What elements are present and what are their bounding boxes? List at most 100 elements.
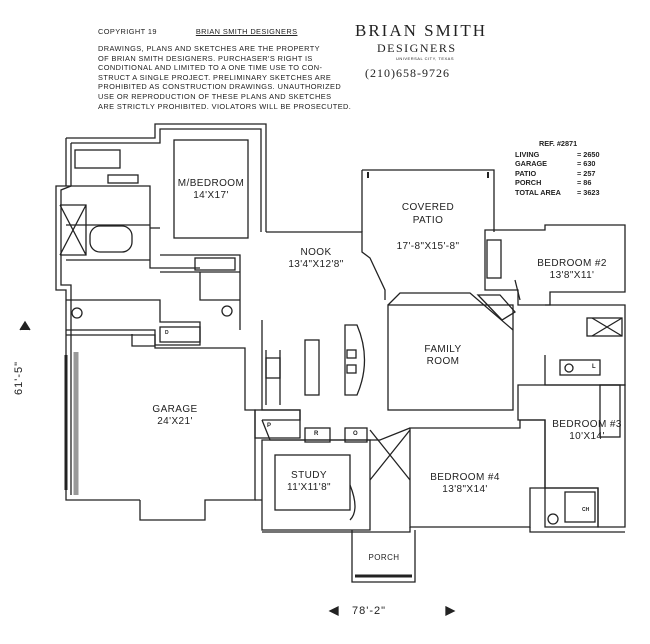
room-name: FAMILY ROOM xyxy=(424,344,462,367)
dimension-arrow-bottom xyxy=(328,605,339,617)
brand-location: UNIVERSAL CITY, TEXAS xyxy=(396,56,454,61)
area-row: PATIO= 257 xyxy=(515,169,600,178)
porch-walls xyxy=(351,530,416,583)
kitchen-island xyxy=(304,339,320,396)
area-row: GARAGE = 630 xyxy=(515,159,600,168)
copyright-line: COPYRIGHT 19 BRIAN SMITH DESIGNERS xyxy=(98,27,297,37)
notice-line: DRAWINGS, PLANS AND SKETCHES ARE THE PRO… xyxy=(98,44,320,53)
area-row: TOTAL AREA = 3623 xyxy=(515,188,600,197)
study-walls xyxy=(255,439,371,531)
brand-name: BRIAN SMITH xyxy=(355,21,488,40)
study-built-in xyxy=(274,454,351,511)
copyright-text: COPYRIGHT 19 xyxy=(98,27,157,36)
area-row: LIVING = 2650 xyxy=(515,150,600,159)
master-bedroom-outline xyxy=(173,139,249,239)
laundry-dryer-label: D xyxy=(165,330,169,336)
room-name: M/BEDROOM xyxy=(177,178,245,189)
room-size: 24'X21' xyxy=(157,416,193,427)
closet-walls xyxy=(160,254,241,330)
area-value: = 3623 xyxy=(577,187,600,197)
room-size: 13'4"X12'8" xyxy=(288,259,344,270)
area-label: GARAGE xyxy=(515,159,548,169)
vanity xyxy=(74,149,121,169)
brand-subtitle: DESIGNERS xyxy=(377,41,457,55)
room-label-study: STUDY 11'X11'8" xyxy=(276,470,342,494)
ch-label: CH xyxy=(582,507,590,513)
notice-line: OF BRIAN SMITH DESIGNERS. PURCHASER'S RI… xyxy=(98,53,313,63)
oven-label: O xyxy=(353,431,358,437)
bathtub xyxy=(89,225,133,253)
depth-dimension: 61'-5" xyxy=(13,360,25,396)
room-label-family: FAMILY ROOM xyxy=(408,332,478,380)
notice-line: USE OR REPRODUCTION OF THESE PLANS AND S… xyxy=(98,91,332,101)
bedroom4-walls xyxy=(409,419,546,528)
room-label-garage: GARAGE 24'X21' xyxy=(140,404,210,428)
curved-bar xyxy=(344,324,366,396)
shower xyxy=(59,204,87,256)
area-value: = 257 xyxy=(577,168,596,178)
bedroom3-walls xyxy=(517,384,626,528)
pantry xyxy=(254,409,301,439)
closet-shelf xyxy=(107,174,139,184)
linen-label: L xyxy=(592,364,596,370)
notice-line: STRUCT A SINGLE PROJECT. PRELIMINARY SKE… xyxy=(98,72,332,82)
toilet xyxy=(71,307,83,319)
area-table: LIVING = 2650 GARAGE = 630 PATIO= 257 PORC… xyxy=(515,150,600,197)
room-name: BEDROOM #3 xyxy=(552,419,622,430)
left-exterior-wall xyxy=(55,138,140,501)
room-name: BEDROOM #2 xyxy=(537,258,607,269)
room-label-master: M/BEDROOM 14'X17' xyxy=(170,178,252,202)
room-label-bedroom3: BEDROOM #3 10'X14' xyxy=(546,419,628,443)
room-label-nook: NOOK 13'4"X12'8" xyxy=(276,247,356,271)
master-inner-wall xyxy=(71,128,262,232)
bottom-exterior-wall xyxy=(262,527,625,533)
room-size: 13'8"X11' xyxy=(549,270,595,281)
master-bath-walls xyxy=(66,185,200,269)
legal-notice: DRAWINGS, PLANS AND SKETCHES ARE THE PRO… xyxy=(98,44,360,111)
room-name: COVERED PATIO xyxy=(401,202,455,226)
bath2-walls xyxy=(544,304,626,386)
room-size: 11'X11'8" xyxy=(287,482,331,493)
oven xyxy=(344,427,368,443)
area-row: PORCH = 86 xyxy=(515,178,600,187)
master-suite-walls xyxy=(66,123,267,232)
room-size: 14'X17' xyxy=(193,190,229,201)
area-value: = 2650 xyxy=(577,150,600,159)
bedroom2-walls xyxy=(484,224,626,306)
area-label: TOTAL AREA xyxy=(515,187,561,197)
refrigerator xyxy=(304,427,331,443)
room-label-bedroom2: BEDROOM #2 13'8"X11' xyxy=(530,258,614,282)
copyright-owner: BRIAN SMITH DESIGNERS xyxy=(195,27,298,36)
family-room-ceiling xyxy=(387,304,514,411)
notice-line: PROHIBITED AS CONSTRUCTION DRAWINGS. UNA… xyxy=(98,82,342,92)
width-dimension: 78'-2" xyxy=(352,605,387,617)
room-name: BEDROOM #4 xyxy=(430,472,500,483)
range xyxy=(265,357,281,379)
room-name: STUDY xyxy=(291,470,327,481)
brand-phone: (210)658-9726 xyxy=(365,66,450,80)
room-size: 17'-8"X15'-8" xyxy=(396,241,460,252)
room-name: GARAGE xyxy=(152,404,198,415)
notice-line: ARE STRICTLY PROHIBITED. VIOLATORS WILL … xyxy=(98,101,352,111)
room-label-porch: PORCH xyxy=(368,553,400,562)
room-label-bedroom4: BEDROOM #4 13'8"X14' xyxy=(420,472,510,496)
room-size: 10'X14' xyxy=(569,431,605,442)
area-value: = 86 xyxy=(577,178,592,188)
room-name: NOOK xyxy=(300,247,332,258)
area-label: LIVING xyxy=(515,150,540,159)
room-size: 13'8"X14' xyxy=(442,484,488,495)
room-label-patio: COVERED PATIO 17'-8"X15'-8" xyxy=(380,188,476,266)
refrigerator-label: R xyxy=(314,431,319,437)
area-value: = 630 xyxy=(577,159,596,169)
pantry-label: P xyxy=(267,423,272,429)
bath3-walls xyxy=(544,487,599,528)
covered-patio xyxy=(361,169,495,232)
dimension-arrow-left xyxy=(19,320,31,331)
hall-x xyxy=(369,429,411,481)
fireplace xyxy=(476,294,516,321)
notice-line: CONDITIONAL AND LIMITED TO A ONE TIME US… xyxy=(98,63,323,73)
laundry-walls xyxy=(66,299,201,346)
area-label: PORCH xyxy=(515,178,542,188)
reference-number: REF. #2871 xyxy=(539,139,578,148)
